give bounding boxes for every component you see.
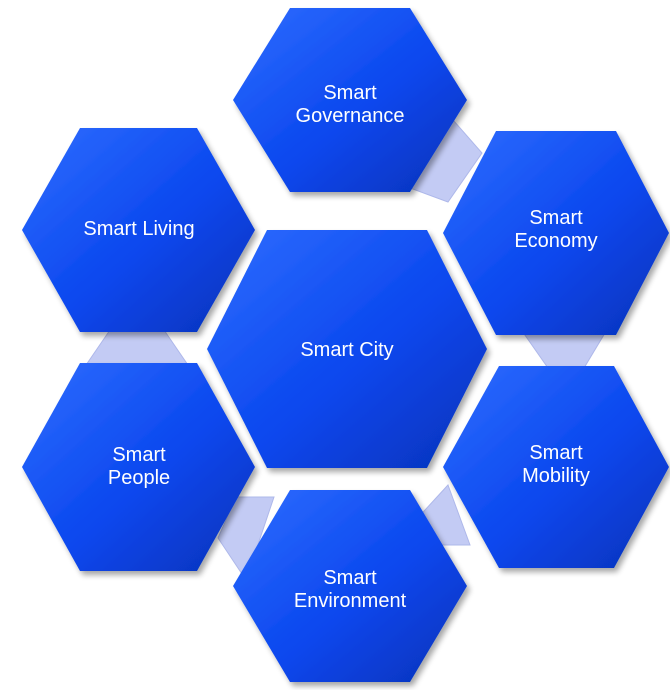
hexagon-governance	[233, 8, 467, 192]
hexagon-people	[22, 363, 255, 571]
hexagon-economy	[443, 131, 669, 335]
connector-people-living	[83, 329, 191, 369]
hexagon-center	[207, 230, 487, 468]
hexagon-living	[22, 128, 255, 332]
hexagon-environment	[233, 490, 467, 682]
hexagon-mobility	[443, 366, 669, 568]
